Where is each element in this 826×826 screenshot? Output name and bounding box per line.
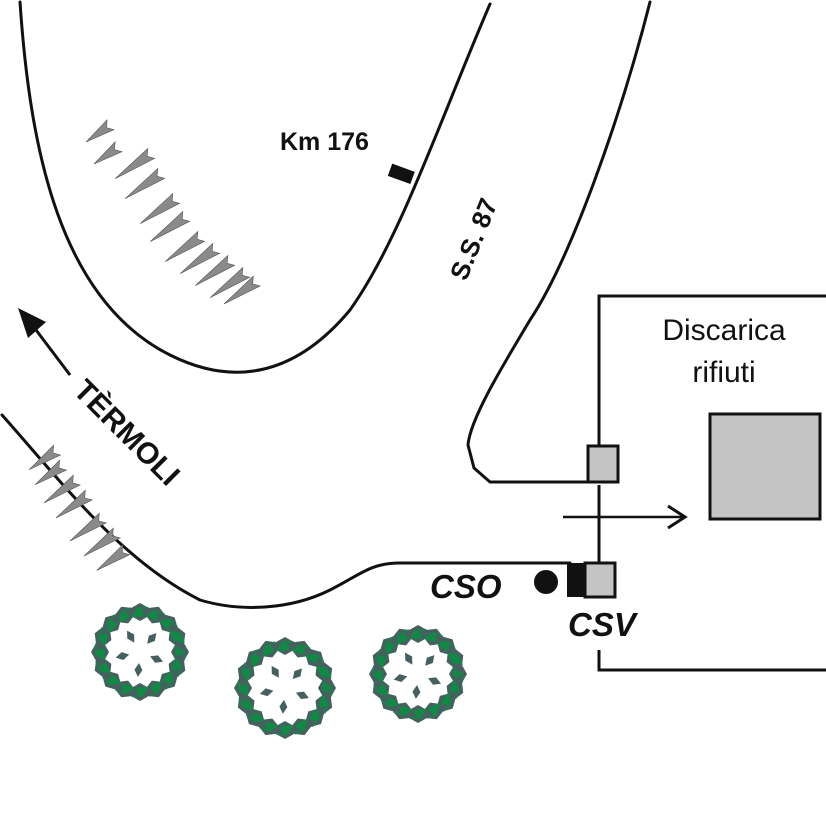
slope-mark (43, 474, 82, 504)
station-csv-label: CSV (568, 606, 639, 643)
slope-mark (124, 167, 166, 199)
slope-mark (34, 459, 68, 485)
landfill-label-line2: rifiuti (692, 356, 755, 389)
landfill-fence-top (597, 294, 826, 448)
road-termoli-lower-edge (0, 413, 572, 609)
tree-canopy-icon (369, 625, 467, 723)
filled-circle-icon (534, 570, 558, 594)
road-name-label: S.S. 87 (444, 194, 504, 284)
tree-canopy-icon (91, 603, 189, 701)
slope-mark (83, 527, 122, 557)
slope-mark (149, 210, 191, 242)
slope-mark (55, 489, 94, 519)
km-marker-label: Km 176 (280, 128, 369, 156)
slope-mark (114, 147, 156, 179)
slope-mark (85, 119, 115, 143)
station-cso-label: CSO (430, 568, 502, 605)
embankment-hachure-icon (28, 444, 131, 571)
tree-canopy-icon (234, 637, 336, 739)
station-upper (586, 444, 620, 484)
landfill-fence-bottom (597, 650, 826, 672)
slope-mark (28, 444, 62, 470)
arrow-up-left-icon (18, 308, 72, 376)
slope-mark (69, 512, 108, 542)
slope-mark (96, 544, 131, 571)
slope-mark (139, 192, 181, 224)
direction-label: TÈRMOLI (67, 373, 187, 493)
slope-mark (209, 266, 251, 298)
arrow-right-icon (563, 504, 688, 530)
slope-mark (179, 242, 221, 274)
slope-mark (93, 141, 123, 165)
station-csv (583, 561, 617, 599)
slope-mark (194, 254, 236, 286)
km-176-marker-icon (387, 163, 415, 185)
slope-mark (164, 230, 206, 262)
road-ss87-east-edge (466, 0, 652, 484)
slope-mark (223, 275, 262, 305)
embankment-hachure-icon (85, 119, 262, 305)
landfill-label-line1: Discarica (662, 314, 786, 347)
station-cso-block (567, 563, 585, 597)
landfill-area (708, 412, 822, 521)
road-curve-inner (18, 0, 492, 374)
tree-group (91, 603, 467, 739)
